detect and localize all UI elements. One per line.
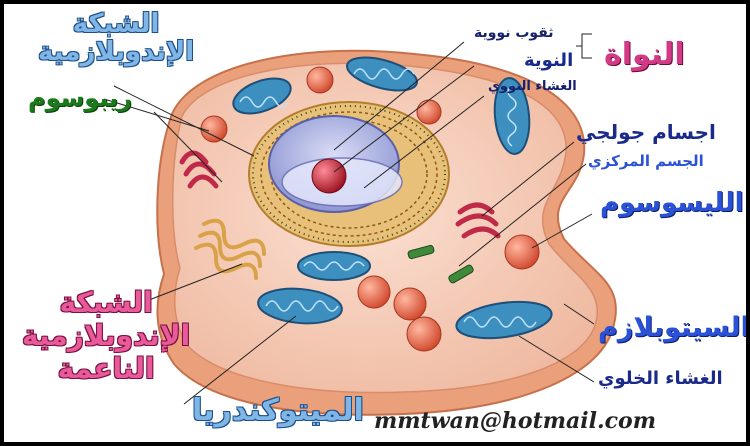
label-nuclear-pores: ثقوب نووية	[474, 26, 554, 40]
author-email: mmtwan@hotmail.com	[374, 408, 656, 434]
label-ribosome: ريبوسوم	[28, 86, 132, 110]
label-nucleolus: النوية	[524, 52, 573, 70]
label-smooth-er: الشبكة الإندوبلازمية الناعمة	[22, 286, 190, 385]
label-nuclear-membrane: الغشاء النووي	[488, 80, 577, 93]
label-golgi: اجسام جولجي	[576, 122, 716, 142]
cell-diagram: الشبكة الإندوبلازمية ريبوسوم الشبكة الإن…	[4, 4, 746, 442]
label-centrosome: الجسم المركزي	[588, 154, 704, 169]
label-lysosome: الليسوسوم	[600, 190, 744, 216]
label-cytoplasm: السيتوبلازم	[598, 314, 746, 341]
label-mitochondria: الميتوكندريا	[192, 396, 364, 426]
label-cell-membrane: الغشاء الخلوي	[598, 370, 723, 388]
nucleolus	[312, 159, 346, 193]
label-rough-er: الشبكة الإندوبلازمية	[38, 10, 194, 66]
label-nucleus: النواة	[604, 40, 685, 70]
